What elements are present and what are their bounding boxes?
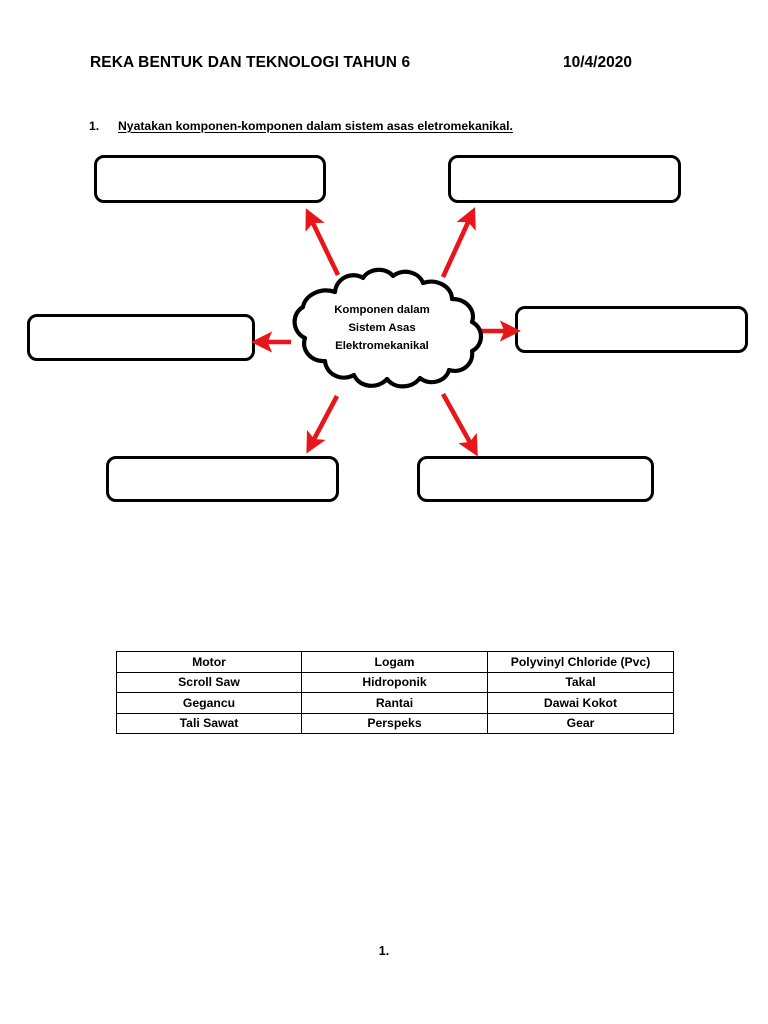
answer-box-bottom-right[interactable] — [417, 456, 654, 502]
table-cell: Tali Sawat — [116, 712, 302, 734]
table-cell: Dawai Kokot — [487, 692, 674, 714]
arrow-to-top-left — [305, 208, 341, 276]
table-row: Gegancu Rantai Dawai Kokot — [116, 692, 674, 714]
answer-box-top-right[interactable] — [448, 155, 681, 203]
header-date: 10/4/2020 — [563, 54, 632, 71]
question-1: 1. Nyatakan komponen-komponen dalam sist… — [89, 119, 689, 139]
page-title: REKA BENTUK DAN TEKNOLOGI TAHUN 6 — [90, 54, 411, 71]
table-row: Tali Sawat Perspeks Gear — [116, 712, 674, 734]
arrow-to-bottom-right — [440, 392, 478, 457]
page-header: REKA BENTUK DAN TEKNOLOGI TAHUN 6 10/4/2… — [90, 54, 690, 78]
answer-box-middle-right[interactable] — [515, 306, 748, 353]
cloud-label-line3: Elektromekanikal — [335, 340, 429, 352]
table-cell: Hidroponik — [301, 671, 488, 693]
table-cell: Perspeks — [301, 712, 488, 734]
question-text: Nyatakan komponen-komponen dalam sistem … — [118, 119, 513, 133]
cloud-shape-icon — [292, 267, 484, 389]
table-row: Motor Logam Polyvinyl Chloride (Pvc) — [116, 651, 674, 673]
cloud-label-line2: Sistem Asas — [348, 322, 416, 334]
table-cell: Polyvinyl Chloride (Pvc) — [487, 651, 674, 673]
table-cell: Gegancu — [116, 692, 302, 714]
cloud-label: Komponen dalam Sistem Asas Elektromekani… — [277, 301, 487, 355]
center-cloud: Komponen dalam Sistem Asas Elektromekani… — [277, 266, 487, 394]
table-cell: Gear — [487, 712, 674, 734]
table-cell: Takal — [487, 671, 674, 693]
answer-box-top-left[interactable] — [94, 155, 326, 203]
table-cell: Rantai — [301, 692, 488, 714]
page-footer: 1. — [378, 944, 390, 958]
word-bank-body: Motor Logam Polyvinyl Chloride (Pvc) Scr… — [116, 651, 674, 734]
word-bank-table: Motor Logam Polyvinyl Chloride (Pvc) Scr… — [116, 651, 674, 734]
answer-box-bottom-left[interactable] — [106, 456, 339, 502]
question-number: 1. — [89, 119, 100, 133]
arrow-to-top-right — [440, 207, 476, 278]
table-cell: Logam — [301, 651, 488, 673]
arrow-to-bottom-left — [306, 394, 340, 454]
cloud-label-line1: Komponen dalam — [334, 304, 430, 316]
table-cell: Scroll Saw — [116, 671, 302, 693]
table-row: Scroll Saw Hidroponik Takal — [116, 671, 674, 693]
table-cell: Motor — [116, 651, 302, 673]
